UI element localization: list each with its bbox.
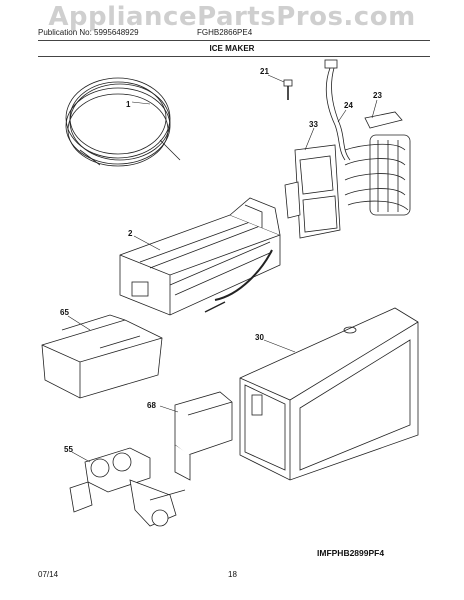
callout-68: 68 (147, 401, 156, 410)
part-bucket-housing (239, 307, 419, 481)
publication-number: Publication No: 5995648929 (38, 28, 139, 37)
callout-24: 24 (344, 101, 353, 110)
footer-date: 07/14 (38, 570, 59, 579)
callout-21: 21 (260, 67, 269, 76)
callout-55: 55 (64, 445, 73, 454)
callout-65: 65 (60, 308, 69, 317)
part-control-module (284, 144, 341, 239)
leader-lines (67, 74, 378, 463)
callout-2: 2 (128, 229, 133, 238)
header-rule (38, 40, 430, 41)
part-ice-bin (41, 314, 163, 399)
page-number: 18 (228, 570, 237, 579)
part-water-tube (65, 77, 181, 167)
part-water-valve (69, 447, 186, 527)
part-wire-harness (324, 59, 351, 161)
callout-23: 23 (373, 91, 382, 100)
part-thermistor (283, 79, 293, 100)
title-rule (38, 56, 430, 57)
part-heater-assembly (344, 111, 411, 216)
part-chute-cover (174, 391, 233, 481)
page-title: ICE MAKER (209, 44, 255, 53)
callout-30: 30 (255, 333, 264, 342)
callout-1: 1 (126, 100, 131, 109)
drawing-code: IMFPHB2899PF4 (317, 548, 385, 558)
model-number: FGHB2866PE4 (197, 28, 253, 37)
callout-33: 33 (309, 120, 318, 129)
part-ice-maker (119, 197, 281, 316)
